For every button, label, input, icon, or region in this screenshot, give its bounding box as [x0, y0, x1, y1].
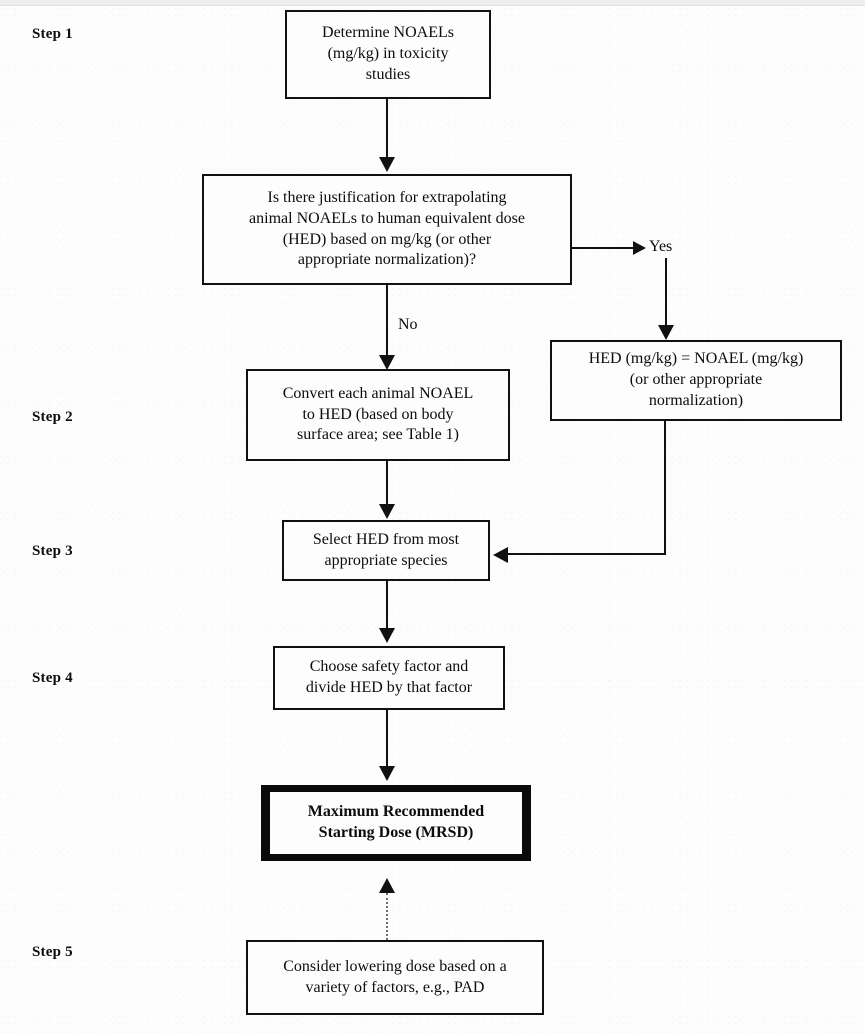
- node-question-line2: animal NOAELs to human equivalent dose: [249, 209, 525, 227]
- connector-hed-to-select-vertical: [664, 421, 666, 555]
- node-select-hed[interactable]: Select HED from most appropriate species: [282, 520, 490, 581]
- connector-yes-to-hed-vertical: [665, 258, 667, 328]
- node-hed-line3: normalization): [648, 391, 744, 409]
- arrowhead-select-to-safety: [379, 628, 395, 643]
- node-hed-equals-noael[interactable]: HED (mg/kg) = NOAEL (mg/kg) (or other ap…: [550, 340, 842, 421]
- node-mrsd-line1: Maximum Recommended: [307, 803, 485, 821]
- node-safety-line2: divide HED by that factor: [305, 679, 473, 696]
- connector-determine-to-question: [386, 99, 388, 159]
- node-convert-line3: surface area; see Table 1): [296, 426, 460, 444]
- node-convert-line1: Convert each animal NOAEL: [282, 384, 474, 402]
- arrowhead-hed-to-select: [493, 547, 508, 563]
- node-consider-line2: variety of factors, e.g., PAD: [305, 978, 485, 996]
- node-hed-line2: (or other appropriate: [629, 371, 763, 389]
- node-determine-noaels-line3: studies: [365, 65, 411, 83]
- node-choose-safety-factor[interactable]: Choose safety factor and divide HED by t…: [273, 646, 505, 710]
- arrowhead-question-yes: [633, 241, 646, 255]
- node-mrsd-line2: Starting Dose (MRSD): [318, 824, 474, 841]
- page-top-strip: [0, 0, 865, 6]
- node-question-line1: Is there justification for extrapolating: [267, 188, 507, 206]
- node-question-line3: (HED) based on mg/kg (or other: [282, 230, 492, 248]
- connector-consider-to-mrsd-dotted: [386, 893, 388, 940]
- node-justification-question[interactable]: Is there justification for extrapolating…: [202, 174, 572, 285]
- connector-convert-to-select: [386, 461, 388, 506]
- node-consider-line1: Consider lowering dose based on a: [283, 957, 507, 975]
- connector-question-yes-horizontal: [572, 247, 634, 249]
- node-select-hed-line2: appropriate species: [324, 551, 448, 569]
- step-label-2: Step 2: [32, 409, 73, 425]
- node-determine-noaels-line2: (mg/kg) in toxicity: [327, 45, 449, 63]
- node-convert-line2: to HED (based on body: [302, 405, 454, 423]
- arrowhead-safety-to-mrsd: [379, 766, 395, 781]
- node-select-hed-line1: Select HED from most: [312, 530, 460, 548]
- node-consider-lowering-dose[interactable]: Consider lowering dose based on a variet…: [246, 940, 544, 1015]
- connector-question-no-vertical: [386, 285, 388, 360]
- edge-label-yes: Yes: [649, 238, 673, 255]
- node-mrsd[interactable]: Maximum Recommended Starting Dose (MRSD): [261, 785, 531, 861]
- step-label-1: Step 1: [32, 26, 73, 42]
- arrowhead-convert-to-select: [379, 504, 395, 519]
- connector-hed-to-select-horizontal: [508, 553, 666, 555]
- node-determine-noaels-line1: Determine NOAELs: [322, 24, 454, 42]
- arrowhead-yes-to-hed: [658, 325, 674, 340]
- step-label-4: Step 4: [32, 670, 73, 686]
- node-hed-line1: HED (mg/kg) = NOAEL (mg/kg): [588, 350, 804, 368]
- connector-select-to-safety: [386, 581, 388, 629]
- node-determine-noaels[interactable]: Determine NOAELs (mg/kg) in toxicity stu…: [285, 10, 491, 99]
- connector-safety-to-mrsd: [386, 710, 388, 768]
- arrowhead-consider-to-mrsd: [379, 878, 395, 893]
- arrowhead-question-no: [379, 355, 395, 370]
- node-safety-line1: Choose safety factor and: [309, 658, 469, 676]
- node-convert-noael-to-hed[interactable]: Convert each animal NOAEL to HED (based …: [246, 369, 510, 461]
- edge-label-no: No: [398, 316, 418, 333]
- node-question-line4: appropriate normalization)?: [297, 251, 477, 269]
- arrowhead-determine-to-question: [379, 157, 395, 172]
- step-label-5: Step 5: [32, 944, 73, 960]
- step-label-3: Step 3: [32, 543, 73, 559]
